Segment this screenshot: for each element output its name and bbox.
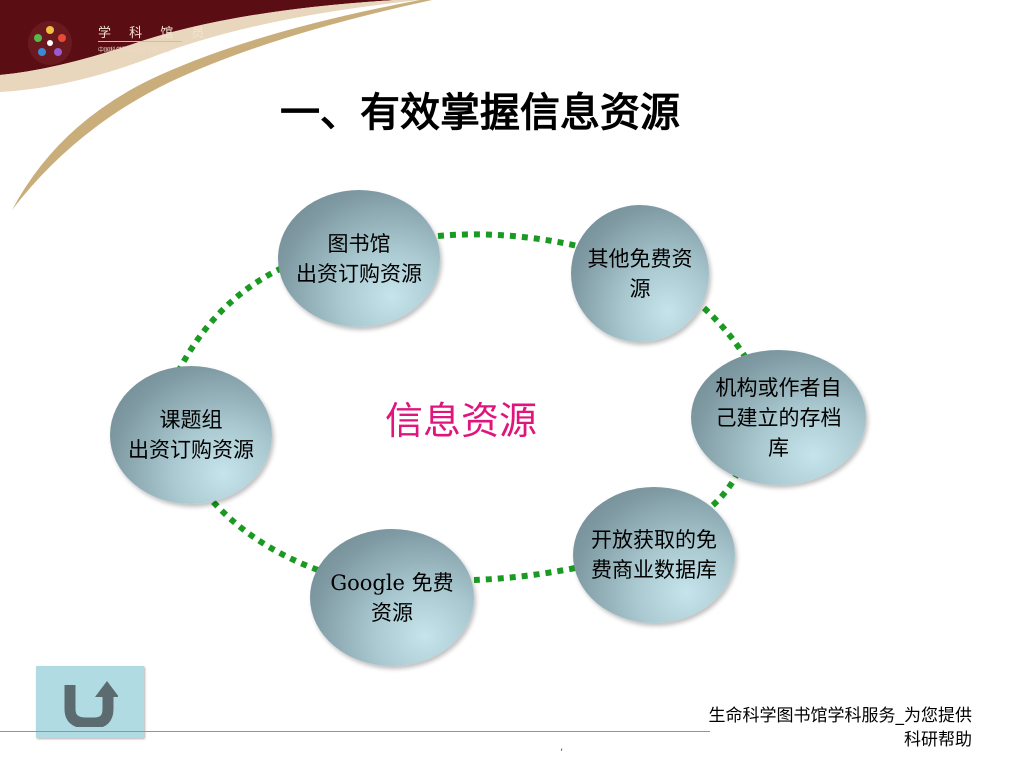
logo-divider [98, 41, 182, 42]
node-institutional-archive: 机构或作者自 己建立的存档 库 [691, 350, 866, 485]
center-label: 信息资源 [385, 399, 538, 443]
node-open-access: 开放获取的免 费商业数据库 [573, 487, 735, 623]
node-google-resources: Google 免费 资源 [310, 529, 474, 666]
footer-line-2: 科研帮助 [904, 730, 972, 750]
connector-openaccess-google [473, 565, 576, 583]
page-mark: , [560, 742, 564, 753]
node-free-resources: 其他免费资 源 [571, 205, 709, 342]
logo-subtitle: 中国科学院国家科学图书馆 [98, 47, 171, 54]
logo-title: 学 科 馆 员 [98, 26, 212, 41]
node-group-label: 课题组 出资订购资源 [128, 408, 254, 462]
node-free-label: 其他免费资 源 [587, 246, 693, 301]
connector-free-institution [701, 305, 749, 360]
u-turn-arrow-icon [64, 681, 118, 727]
node-library-label: 图书馆 出资订购资源 [296, 231, 422, 286]
footer-divider [0, 731, 710, 732]
node-google-label: Google 免费 资源 [330, 570, 454, 625]
footer-caption: 生命科学图书馆学科服务_为您提供 科研帮助 [632, 704, 973, 752]
node-open-access-label: 开放获取的免 费商业数据库 [591, 528, 717, 582]
connector-google-group [205, 494, 320, 573]
connector-group-library [175, 265, 284, 374]
node-group-resources: 课题组 出资订购资源 [110, 366, 272, 504]
connector-library-free [437, 231, 579, 249]
header-banner [0, 0, 432, 210]
node-institutional-label: 机构或作者自 己建立的存档 库 [715, 375, 842, 460]
slide-title: 一、有效掌握信息资源 [280, 89, 680, 136]
connector-institution-openaccess [710, 470, 741, 509]
return-button[interactable] [36, 666, 144, 738]
node-library-resources: 图书馆 出资订购资源 [278, 190, 440, 327]
logo-icon [28, 21, 72, 65]
footer-line-1: 生命科学图书馆学科服务_为您提供 [708, 706, 973, 726]
